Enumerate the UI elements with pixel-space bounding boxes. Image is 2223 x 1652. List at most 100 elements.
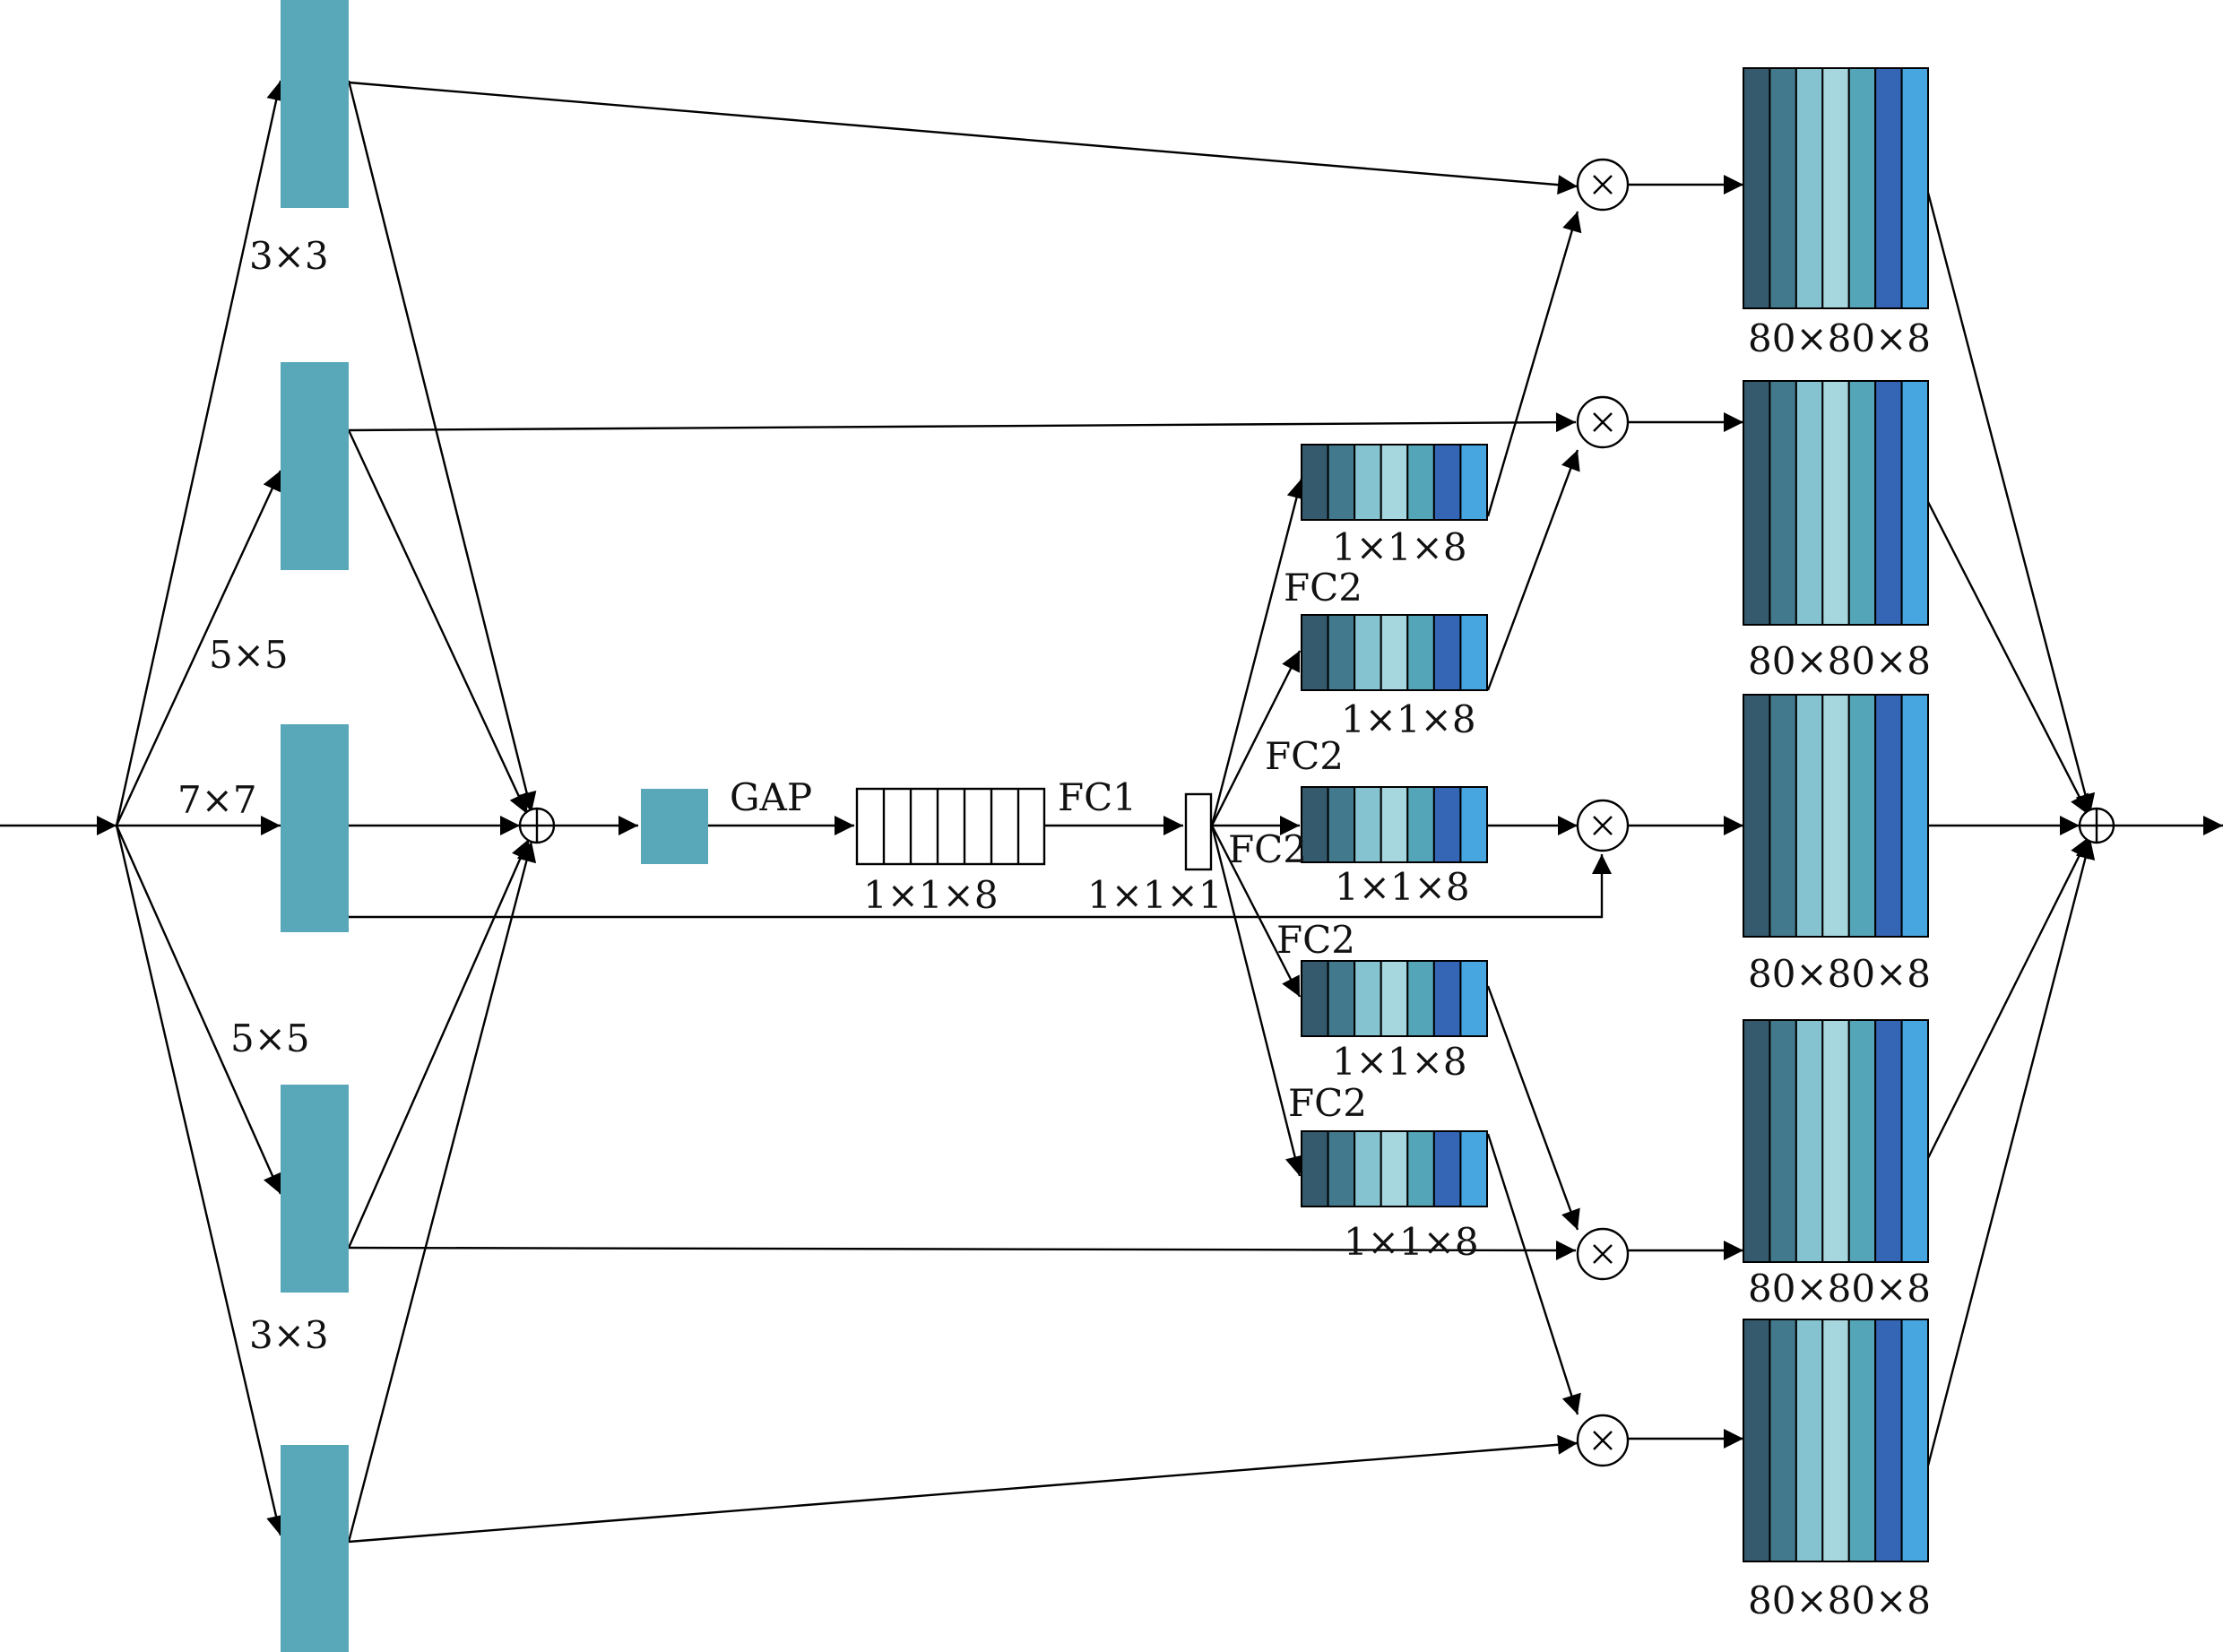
attention-weight-1-channel <box>1380 444 1409 521</box>
label-weight-1: 1×1×8 <box>1332 525 1467 569</box>
output-feature-map-2-channel <box>1874 380 1903 626</box>
attention-weight-4-channel <box>1406 960 1435 1037</box>
attention-weight-2-channel <box>1354 614 1382 691</box>
label-kernel-5x5-top: 5×5 <box>209 633 289 677</box>
output-feature-map-2 <box>1743 380 1930 626</box>
attention-weight-4-channel <box>1459 960 1489 1037</box>
output-feature-map-3-channel <box>1847 694 1877 938</box>
attention-weight-4-channel <box>1354 960 1382 1037</box>
feature1-to-mult <box>348 81 1579 195</box>
attention-weight-5-channel <box>1380 1130 1409 1207</box>
output-feature-map-1-channel <box>1795 67 1824 309</box>
output-feature-map-3-channel <box>1874 694 1903 938</box>
output-feature-map-1-channel <box>1821 67 1850 309</box>
output-feature-map-4 <box>1743 1019 1930 1263</box>
feature3-to-mult <box>349 854 1612 919</box>
weight1-to-mult <box>1486 211 1582 517</box>
label-vector-1x1x8: 1×1×8 <box>863 873 999 917</box>
output-feature-map-5-channel <box>1821 1319 1850 1562</box>
connection-lines <box>0 80 2223 1544</box>
attention-weight-3-channel <box>1354 786 1382 863</box>
label-kernel-3x3-top: 3×3 <box>249 234 329 278</box>
attention-weight-1-channel <box>1459 444 1489 521</box>
attention-weight-1 <box>1301 444 1489 521</box>
branch2-to-sum <box>347 429 529 815</box>
output-feature-map-2-channel <box>1900 380 1930 626</box>
label-fc2-2: FC2 <box>1265 734 1344 778</box>
output-feature-map-1-channel <box>1847 67 1877 309</box>
weight5-to-mult <box>1486 1133 1581 1415</box>
attention-weight-2-channel <box>1432 614 1462 691</box>
multiply-operator-5 <box>1576 1414 1630 1467</box>
attention-weight-4-channel <box>1380 960 1409 1037</box>
label-kernel-3x3-bottom: 3×3 <box>249 1313 329 1357</box>
label-kernel-7x7: 7×7 <box>177 778 257 822</box>
attention-weight-3 <box>1301 786 1489 863</box>
attention-weight-2-channel <box>1380 614 1409 691</box>
output-feature-map-4-channel <box>1769 1019 1797 1263</box>
label-weight-3: 1×1×8 <box>1335 865 1470 909</box>
branch-block-5x5-top <box>281 362 349 570</box>
weight2-to-mult <box>1486 449 1580 691</box>
output2-to-final-sum <box>1926 501 2090 816</box>
attention-weight-4-channel <box>1301 960 1329 1037</box>
label-output-1: 80×80×8 <box>1748 316 1931 360</box>
branch-feature-maps <box>281 0 708 1652</box>
split-arrow-5x5-top <box>115 470 282 826</box>
label-fc1: FC1 <box>1058 775 1137 819</box>
output-feature-map-4-channel <box>1821 1019 1850 1263</box>
attention-weight-4-channel <box>1327 960 1356 1037</box>
output4-to-final-sum <box>1926 836 2090 1159</box>
final-sum-operator <box>2078 807 2115 844</box>
output-feature-map-5-channel <box>1743 1319 1771 1562</box>
output1-to-final-sum <box>1926 192 2096 815</box>
attention-weight-5-channel <box>1301 1130 1329 1207</box>
branch-block-3x3-top <box>281 0 349 208</box>
label-fc2-1: FC2 <box>1284 566 1362 610</box>
output-feature-map-2-channel <box>1847 380 1877 626</box>
feature2-to-mult <box>348 412 1577 433</box>
attention-weight-3-channel <box>1432 786 1462 863</box>
output-feature-map-1 <box>1743 67 1930 309</box>
fc2-arrow-4 <box>1210 825 1302 998</box>
label-weight-4: 1×1×8 <box>1332 1040 1467 1084</box>
output-feature-map-3 <box>1743 694 1930 938</box>
branch4-to-sum <box>347 838 531 1249</box>
attention-weight-2-channel <box>1459 614 1489 691</box>
output-feature-map-3-channel <box>1821 694 1850 938</box>
label-kernel-5x5-bottom: 5×5 <box>230 1016 310 1060</box>
split-arrow-5x5-bottom <box>115 825 282 1195</box>
output-feature-map-4-channel <box>1900 1019 1930 1263</box>
squeeze-vector-1x1x1 <box>1184 792 1213 871</box>
branch-block-5x5-bottom <box>281 1085 349 1293</box>
attention-weight-4-channel <box>1432 960 1462 1037</box>
branch1-to-sum <box>347 80 537 813</box>
attention-weight-5-channel <box>1327 1130 1356 1207</box>
attention-weight-5-channel <box>1432 1130 1462 1207</box>
attention-weight-3-channel <box>1327 786 1356 863</box>
sum-operator <box>518 807 556 844</box>
output-feature-map-4-channel <box>1874 1019 1903 1263</box>
feature5-to-mult <box>348 1434 1579 1544</box>
squeeze-vector-1x1x8 <box>855 787 1046 866</box>
attention-weight-1-channel <box>1432 444 1462 521</box>
multiply-operator-3 <box>1576 799 1630 852</box>
output-feature-map-5-channel <box>1847 1319 1877 1562</box>
output-feature-map-5-channel <box>1900 1319 1930 1562</box>
output-feature-map-2-channel <box>1821 380 1850 626</box>
fc2-arrow-2 <box>1210 650 1302 826</box>
output-feature-map-4-channel <box>1795 1019 1824 1263</box>
fc2-arrow-5 <box>1210 825 1305 1177</box>
output-feature-map-5-channel <box>1795 1319 1824 1562</box>
output-feature-map-4-channel <box>1847 1019 1877 1263</box>
attention-weight-3-channel <box>1406 786 1435 863</box>
split-arrow-3x3-bottom <box>115 825 286 1536</box>
label-fc2-4: FC2 <box>1276 918 1355 962</box>
output-feature-map-1-channel <box>1900 67 1930 309</box>
gap-block <box>641 789 708 864</box>
multiply-operator-1 <box>1576 158 1630 212</box>
label-output-2: 80×80×8 <box>1748 639 1931 683</box>
fc2-arrow-1 <box>1210 478 1307 826</box>
attention-weight-2-channel <box>1327 614 1356 691</box>
